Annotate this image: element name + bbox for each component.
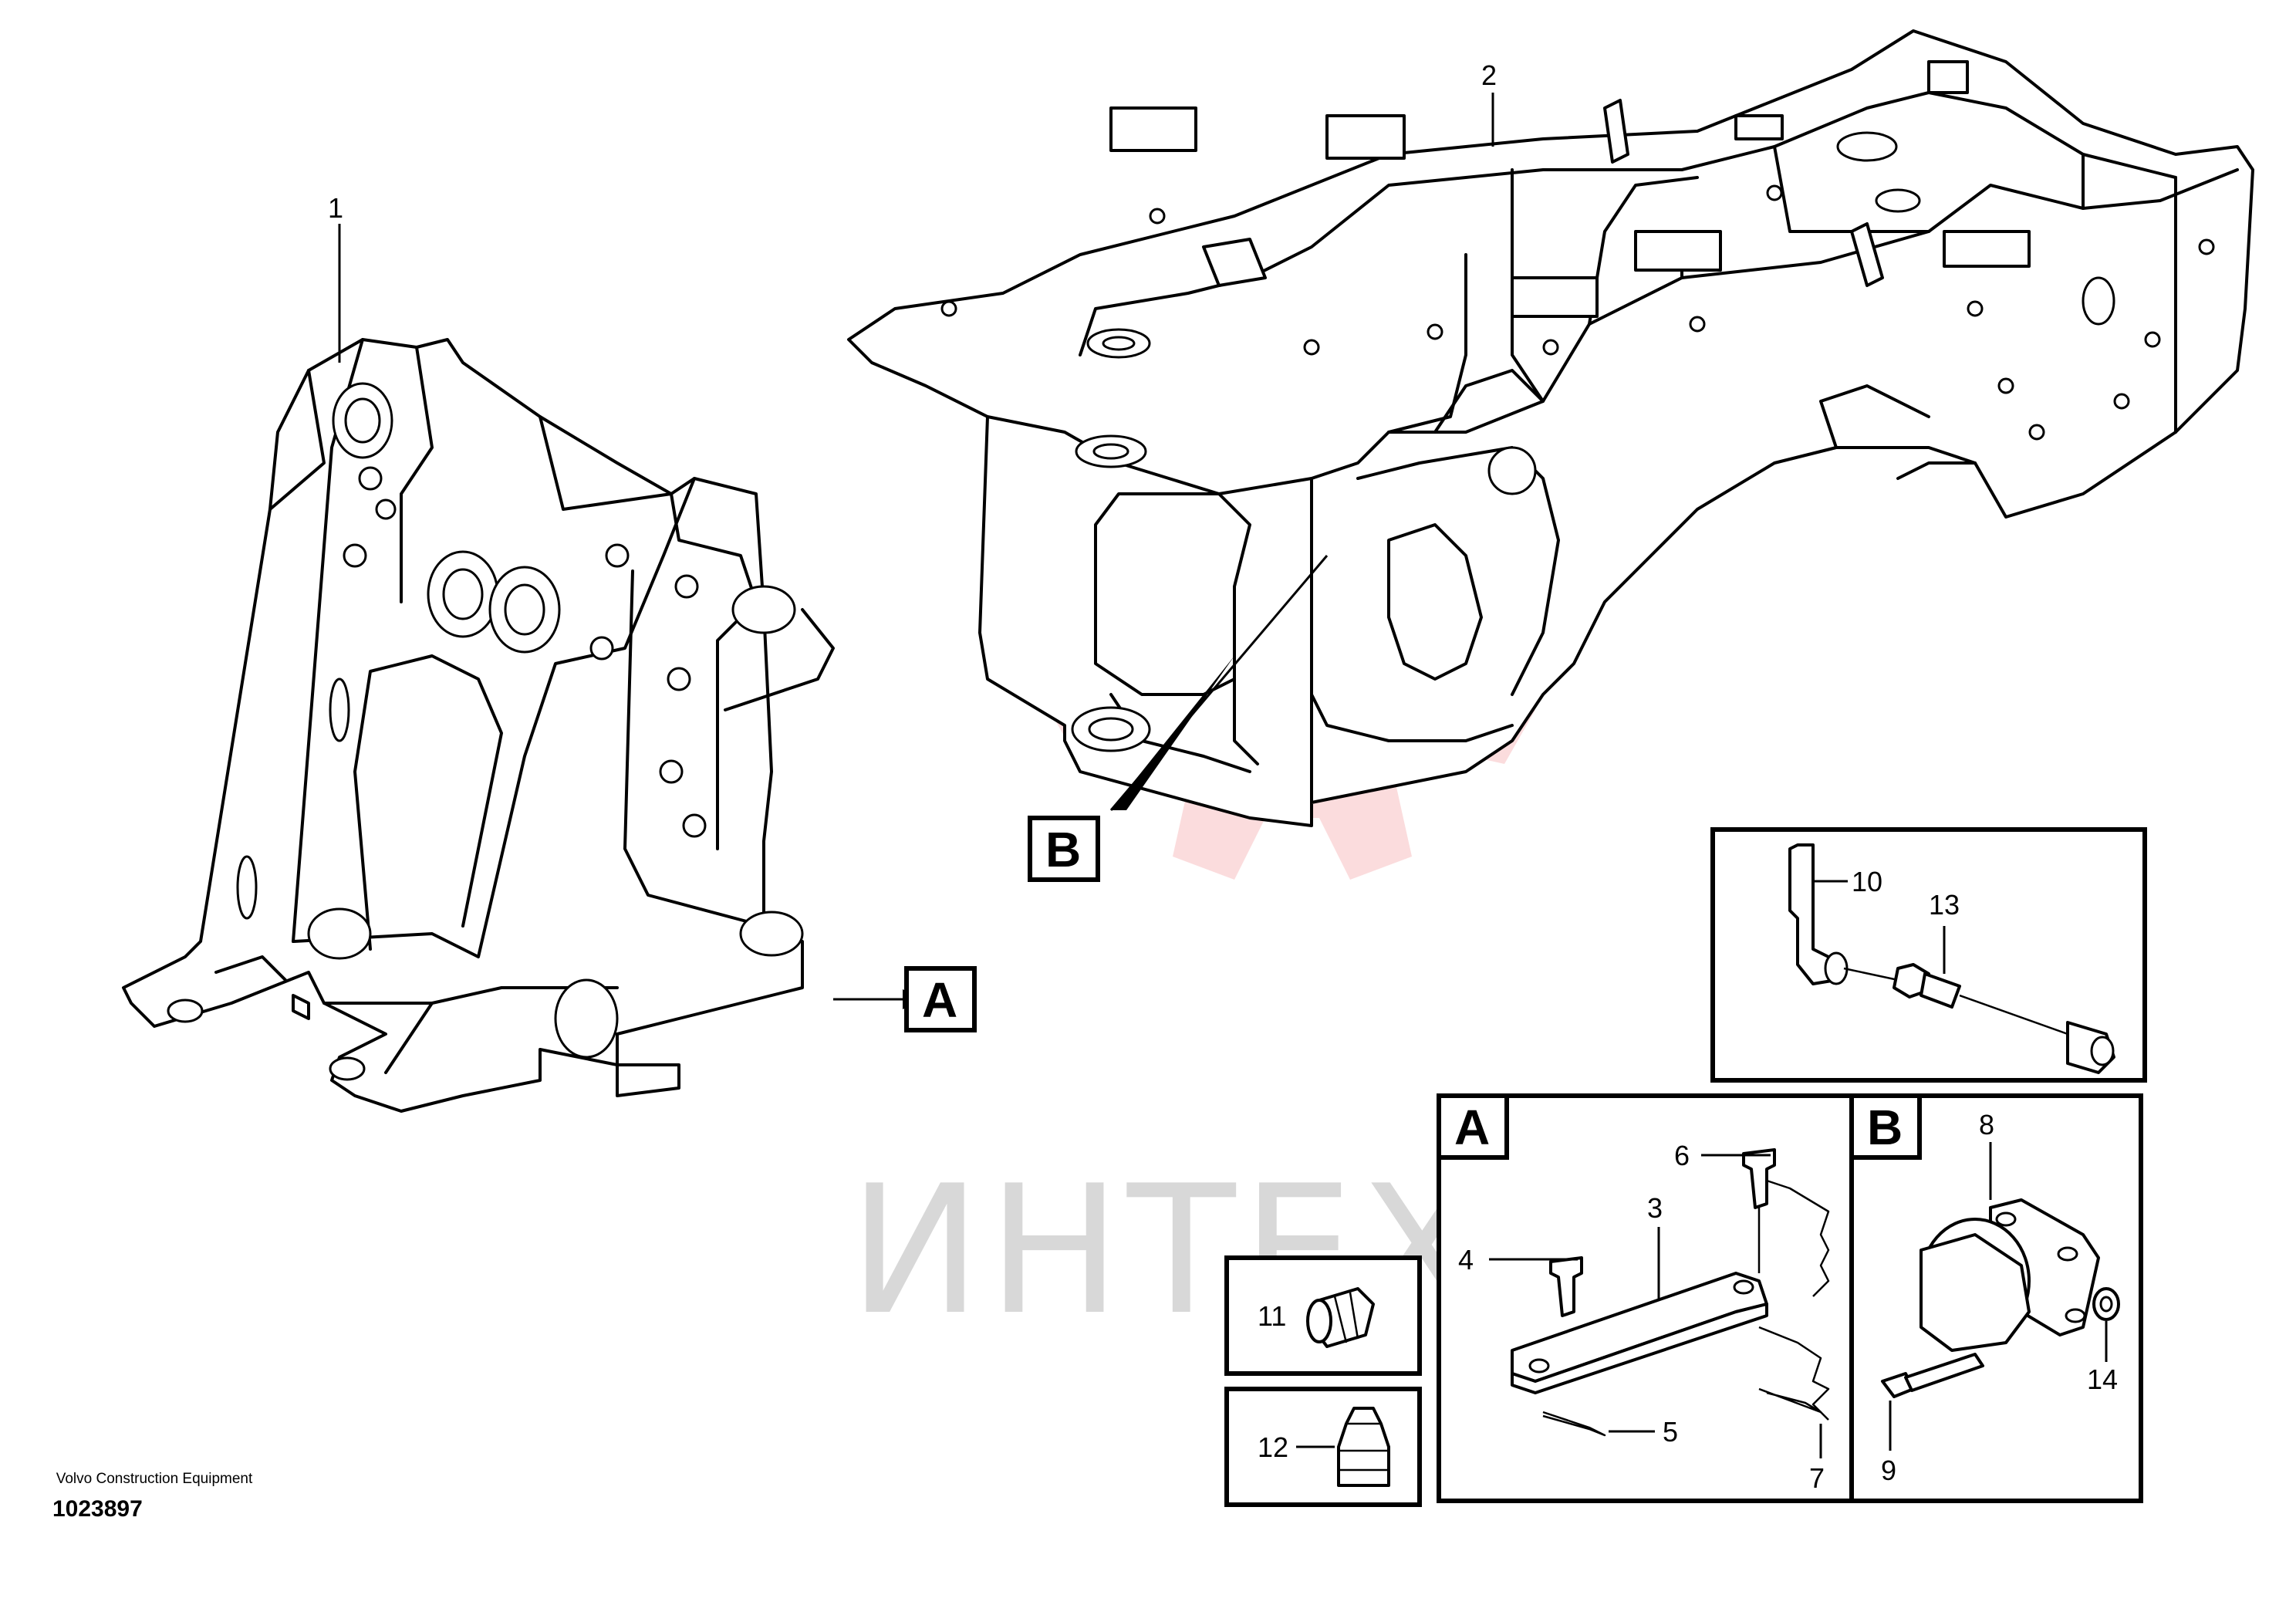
callout-4: 4 — [1458, 1244, 1474, 1276]
callout-3: 3 — [1647, 1192, 1663, 1224]
svg-text:B: B — [1045, 822, 1081, 877]
callout-11: 11 — [1258, 1300, 1286, 1332]
callout-6: 6 — [1674, 1140, 1690, 1171]
callout-2: 2 — [1481, 59, 1497, 91]
front-frame — [122, 338, 835, 1113]
callout-1: 1 — [328, 192, 343, 224]
detail-box-12: 12 — [1224, 1387, 1422, 1507]
manufacturer-name: Volvo Construction Equipment — [56, 1471, 253, 1487]
drawing-number: 1023897 — [52, 1496, 143, 1522]
callout-9: 9 — [1881, 1455, 1896, 1486]
svg-text:A: A — [922, 972, 957, 1028]
callout-12: 12 — [1258, 1431, 1288, 1463]
detail-box-a: A 4 6 3 5 7 — [1437, 1093, 1858, 1503]
callout-10: 10 — [1852, 866, 1882, 897]
detail-box-hose: 10 13 — [1710, 827, 2147, 1083]
detail-ref-a: A — [904, 966, 977, 1032]
rear-frame — [847, 29, 2254, 827]
callout-7: 7 — [1809, 1462, 1825, 1494]
callout-13: 13 — [1929, 889, 1960, 921]
detail-box-b-title: B — [1867, 1100, 1903, 1155]
detail-box-11: 11 — [1224, 1255, 1422, 1376]
callout-5: 5 — [1663, 1416, 1678, 1448]
callout-14: 14 — [2087, 1363, 2118, 1395]
detail-ref-b: B — [1028, 816, 1100, 882]
detail-box-b: B 8 9 14 — [1849, 1093, 2143, 1503]
footer: Volvo Construction Equipment 1023897 — [46, 1470, 262, 1522]
detail-box-a-title: A — [1454, 1100, 1490, 1155]
callout-8: 8 — [1979, 1109, 1994, 1140]
